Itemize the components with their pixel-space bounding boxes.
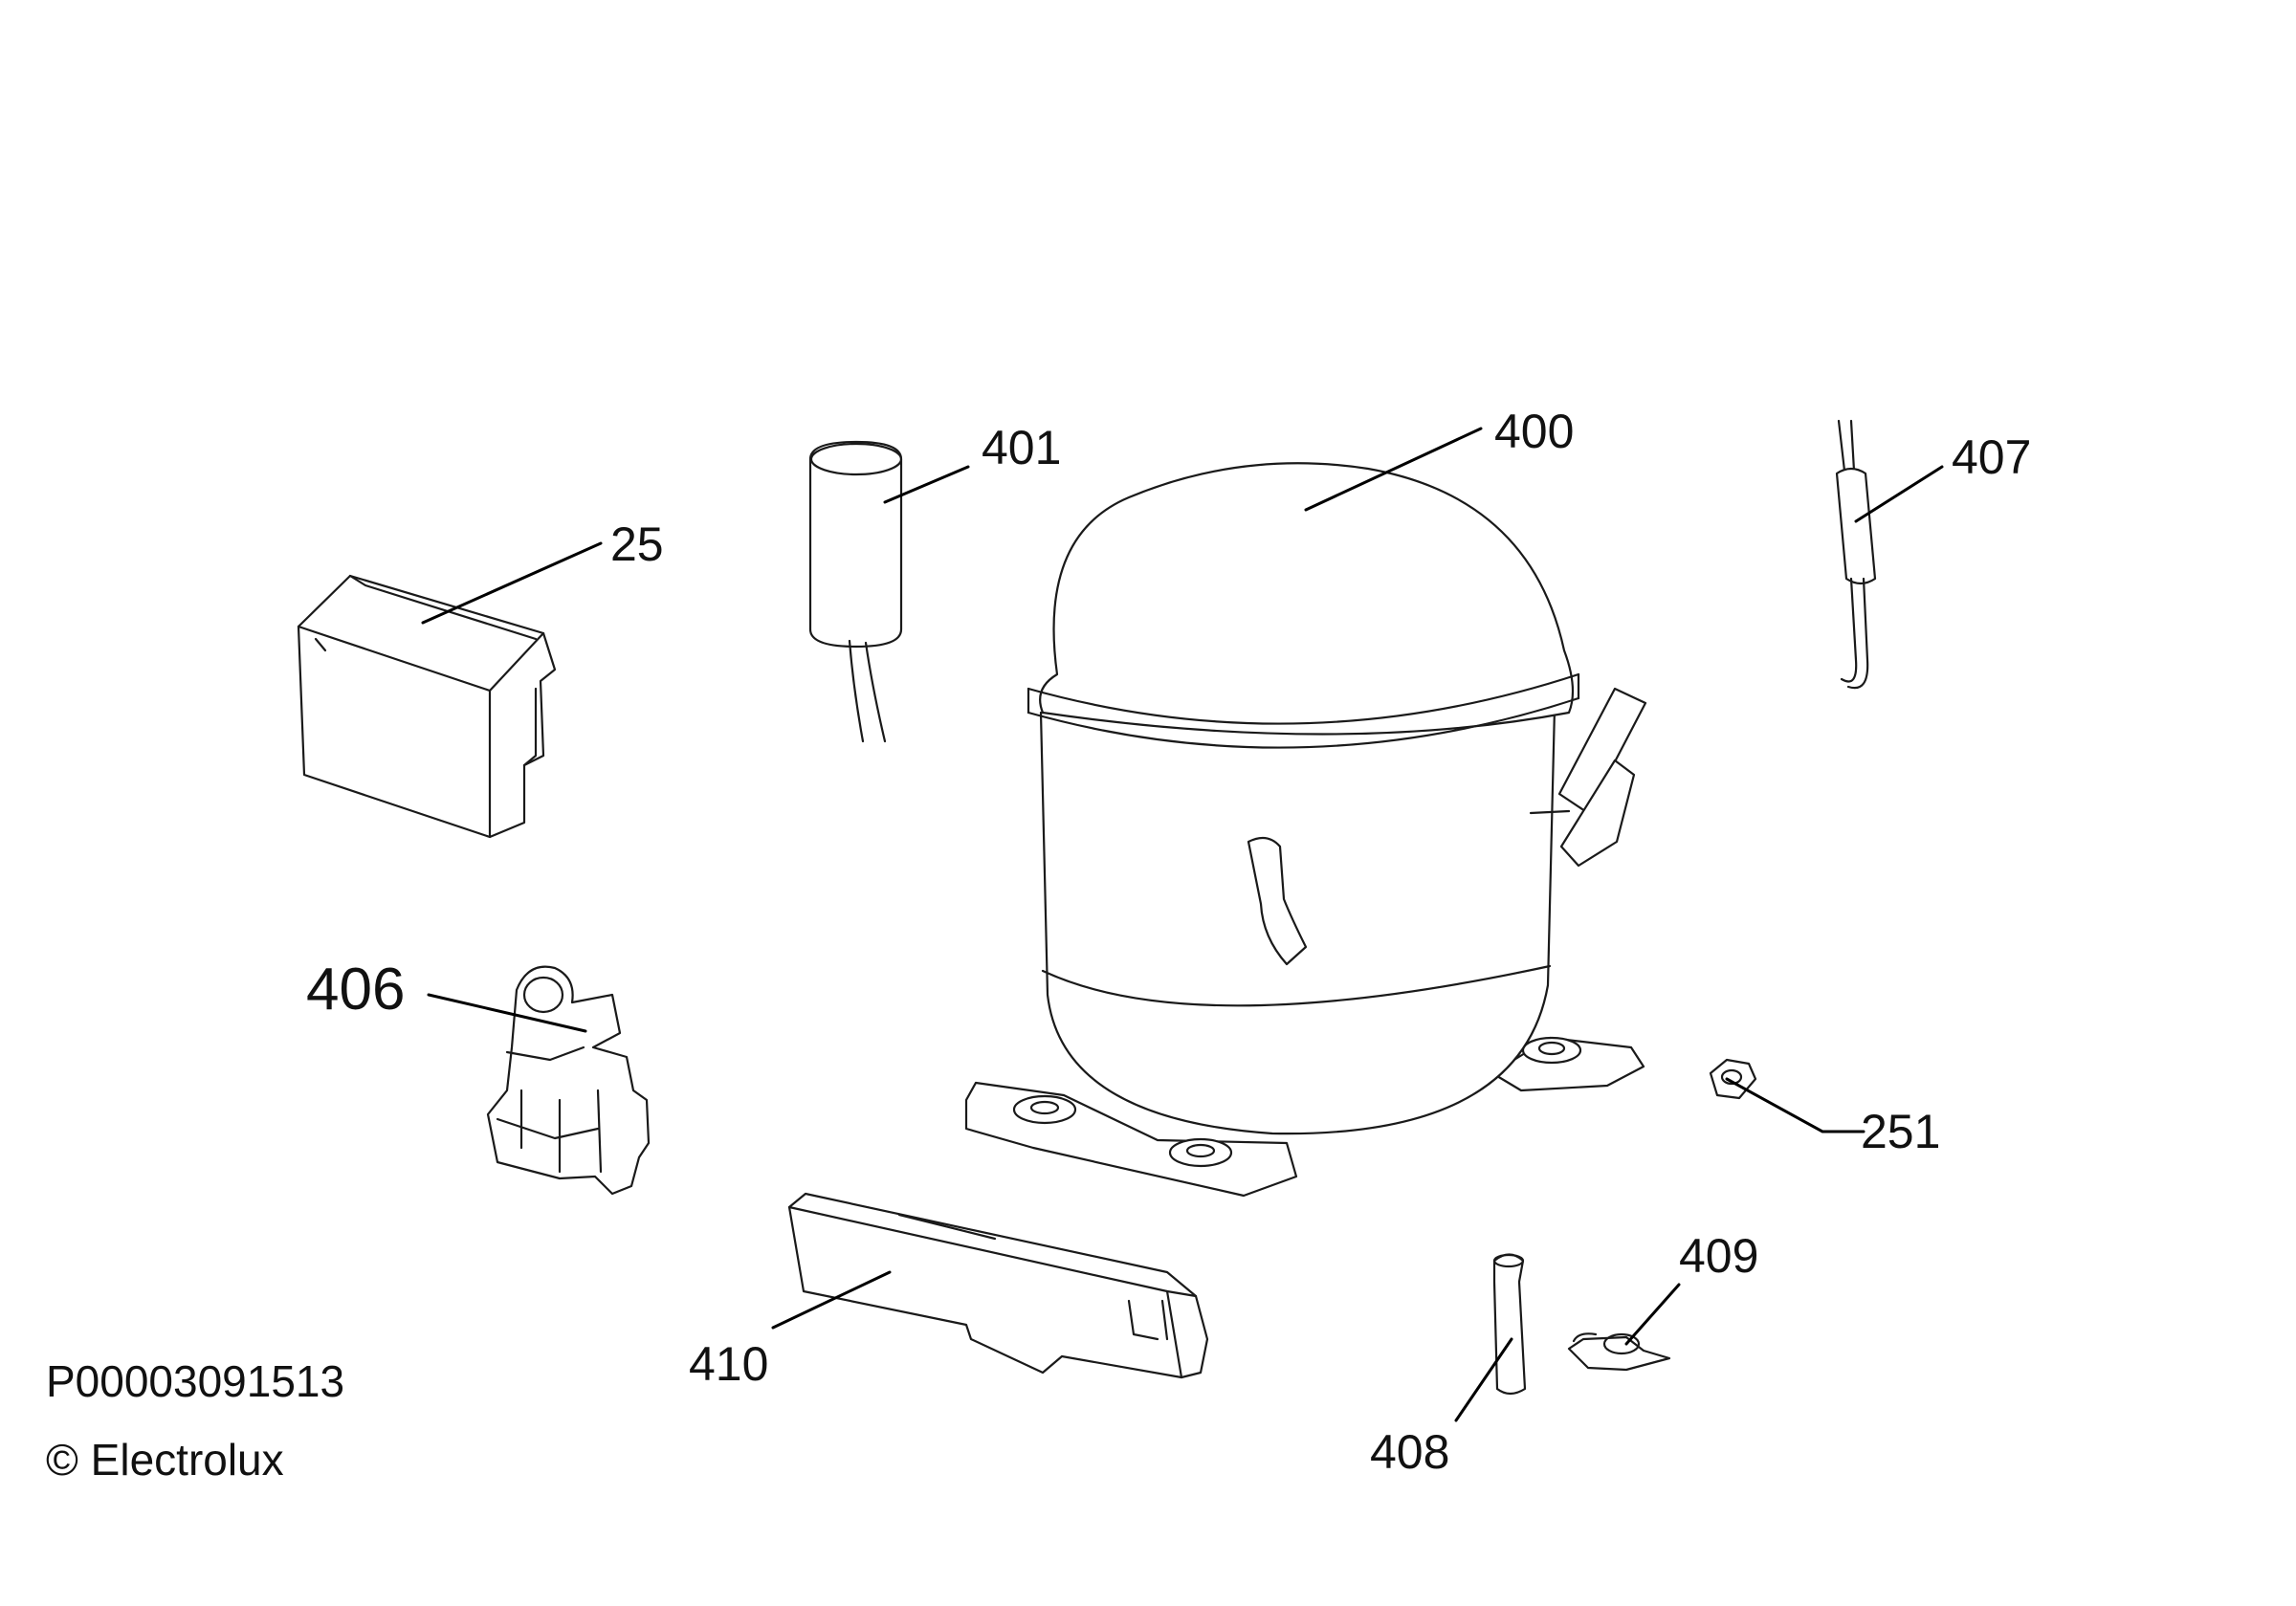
callout-400: 400: [1494, 405, 1574, 458]
part-407-filter-dryer[interactable]: [1835, 419, 1877, 690]
leader-25: [421, 541, 603, 625]
callout-407: 407: [1952, 430, 2031, 484]
callout-251: 251: [1861, 1105, 1940, 1158]
copyright: © Electrolux: [46, 1435, 284, 1485]
part-code: P00003091513: [46, 1356, 344, 1406]
leader-409: [1624, 1283, 1681, 1346]
callout-401: 401: [982, 421, 1061, 474]
part-401-capacitor[interactable]: [808, 440, 903, 743]
leader-407: [1854, 465, 1944, 523]
leader-251: [1725, 1077, 1866, 1133]
part-400-compressor[interactable]: [964, 462, 1647, 1198]
footer: P00003091513 © Electrolux: [46, 1356, 344, 1485]
callout-410: 410: [689, 1337, 768, 1391]
part-25-relay-cover[interactable]: [297, 574, 557, 839]
leader-401: [883, 465, 970, 504]
callout-409: 409: [1679, 1229, 1758, 1283]
part-410-mounting-rail[interactable]: [787, 1192, 1209, 1379]
leader-400: [1304, 427, 1483, 512]
callout-408: 408: [1370, 1425, 1449, 1479]
leader-lines: [421, 427, 1944, 1422]
callout-406: 406: [306, 957, 405, 1023]
callout-25: 25: [610, 517, 664, 571]
part-409-clip[interactable]: [1567, 1332, 1671, 1372]
leader-406: [427, 993, 587, 1033]
callout-labels: 25 401 400 407 406 251 409 410 408: [306, 405, 2031, 1479]
part-406-starter-relay[interactable]: [486, 965, 651, 1196]
leader-408: [1454, 1337, 1513, 1422]
part-408-pipe-connector[interactable]: [1492, 1253, 1527, 1396]
leader-410: [771, 1270, 892, 1330]
